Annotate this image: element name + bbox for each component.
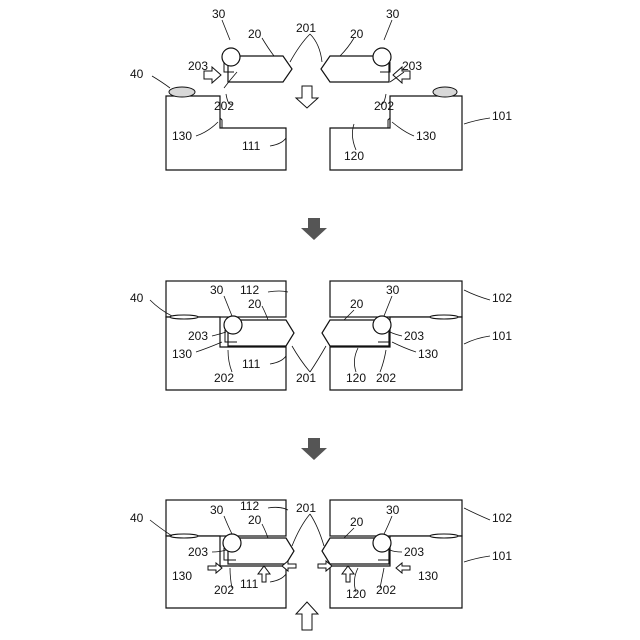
- stage-3: 40 30 112 20 201 30 20 102 203 203 101 1…: [130, 499, 512, 630]
- rail-40-right: [430, 534, 458, 538]
- label-102: 102: [492, 291, 512, 305]
- label-101: 101: [492, 109, 512, 123]
- block-102-left: [166, 281, 286, 317]
- label-30: 30: [210, 283, 224, 297]
- label-201: 201: [296, 501, 316, 515]
- down-arrow-open: [296, 86, 318, 108]
- label-130: 130: [416, 129, 436, 143]
- stage-1: 30 30 20 20 201 40 203 203 202 202 130 1…: [130, 7, 512, 170]
- label-120: 120: [346, 371, 366, 385]
- rail-40-left: [170, 315, 198, 319]
- label-120: 120: [346, 587, 366, 601]
- label-40: 40: [130, 291, 144, 305]
- ball-30-right: [373, 48, 391, 66]
- label-20: 20: [350, 515, 364, 529]
- label-203: 203: [402, 59, 422, 73]
- label-112: 112: [240, 499, 259, 513]
- label-130: 130: [172, 129, 192, 143]
- label-111: 111: [242, 139, 261, 153]
- label-101: 101: [492, 329, 512, 343]
- up-arrow-open: [296, 602, 318, 630]
- rail-40-left: [170, 534, 198, 538]
- label-203: 203: [188, 59, 208, 73]
- ball-30-left: [223, 534, 241, 552]
- ball-30-left: [224, 316, 242, 334]
- label-130: 130: [172, 347, 192, 361]
- label-202: 202: [214, 99, 234, 113]
- label-30: 30: [386, 283, 400, 297]
- label-112: 112: [240, 283, 259, 297]
- label-120: 120: [344, 149, 364, 163]
- label-30: 30: [386, 7, 400, 21]
- label-20: 20: [248, 297, 262, 311]
- block-102-left: [166, 500, 286, 536]
- label-203: 203: [404, 329, 424, 343]
- label-202: 202: [376, 583, 396, 597]
- stage-2: 40 30 112 20 30 20 102 203 203 130 130 1…: [130, 281, 512, 390]
- label-40: 40: [130, 511, 144, 525]
- ball-30-right: [373, 534, 391, 552]
- rail-40-left: [169, 87, 195, 97]
- label-202: 202: [214, 371, 234, 385]
- label-102: 102: [492, 511, 512, 525]
- label-30: 30: [212, 7, 226, 21]
- step-arrow-2: [301, 438, 327, 460]
- rail-40-right: [433, 87, 457, 97]
- ball-30-left: [222, 48, 240, 66]
- label-40: 40: [130, 67, 144, 81]
- label-20: 20: [350, 27, 364, 41]
- label-201: 201: [296, 371, 316, 385]
- label-203: 203: [188, 545, 208, 559]
- label-111: 111: [240, 577, 259, 591]
- label-101: 101: [492, 549, 512, 563]
- label-130: 130: [418, 347, 438, 361]
- label-203: 203: [404, 545, 424, 559]
- label-130: 130: [418, 569, 438, 583]
- label-203: 203: [188, 329, 208, 343]
- label-30: 30: [210, 503, 224, 517]
- ball-30-right: [373, 316, 391, 334]
- label-30: 30: [386, 503, 400, 517]
- label-202: 202: [374, 99, 394, 113]
- label-20: 20: [350, 297, 364, 311]
- label-202: 202: [214, 583, 234, 597]
- label-20: 20: [248, 27, 262, 41]
- label-111: 111: [242, 357, 261, 371]
- label-20: 20: [248, 513, 262, 527]
- label-201: 201: [296, 21, 316, 35]
- label-202: 202: [376, 371, 396, 385]
- label-130: 130: [172, 569, 192, 583]
- rail-40-right: [430, 315, 458, 319]
- step-arrow-1: [301, 218, 327, 240]
